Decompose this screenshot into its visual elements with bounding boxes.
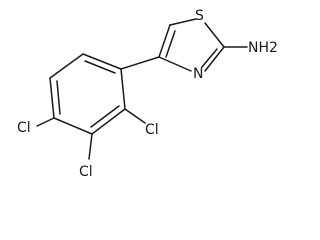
bond-ar-c2-c3-double: [90, 105, 120, 128]
molecule-structure: S N NH2 Cl Cl Cl: [17, 8, 278, 180]
atom-nitrogen: N: [193, 66, 203, 82]
bond-ar-c1-c2: [120, 68, 126, 110]
bond-c5-s1: [169, 18, 197, 26]
bond-c2-cl: [124, 108, 146, 124]
bond-ar-c2-c3: [91, 108, 126, 135]
bond-ar-c6-c1: [82, 53, 122, 70]
bond-c2-n3-double: [201, 48, 218, 68]
atom-sulfur: S: [195, 8, 204, 24]
bond-thiazole-phenyl: [120, 56, 160, 70]
atom-chloro-3: Cl: [79, 164, 93, 180]
atom-chloro-4: Cl: [17, 120, 31, 136]
bond-c4-cl: [36, 117, 55, 127]
bond-c4-c5-double: [165, 30, 176, 58]
atom-amine: NH2: [248, 40, 278, 56]
bond-c2-n3: [204, 46, 225, 72]
bond-ar-c6-c1-double: [84, 60, 116, 74]
atom-chloro-2: Cl: [145, 122, 159, 138]
bond-c3-cl: [88, 133, 93, 160]
bond-n3-c4: [158, 56, 192, 72]
bond-ar-c4-c5-double: [56, 80, 61, 115]
bond-s1-c2: [204, 22, 225, 48]
bond-ar-c3-c4: [53, 117, 93, 135]
bond-ar-c5-c6: [49, 53, 84, 79]
bond-c4-c5: [158, 24, 171, 58]
bond-ar-c4-c5: [49, 77, 55, 119]
